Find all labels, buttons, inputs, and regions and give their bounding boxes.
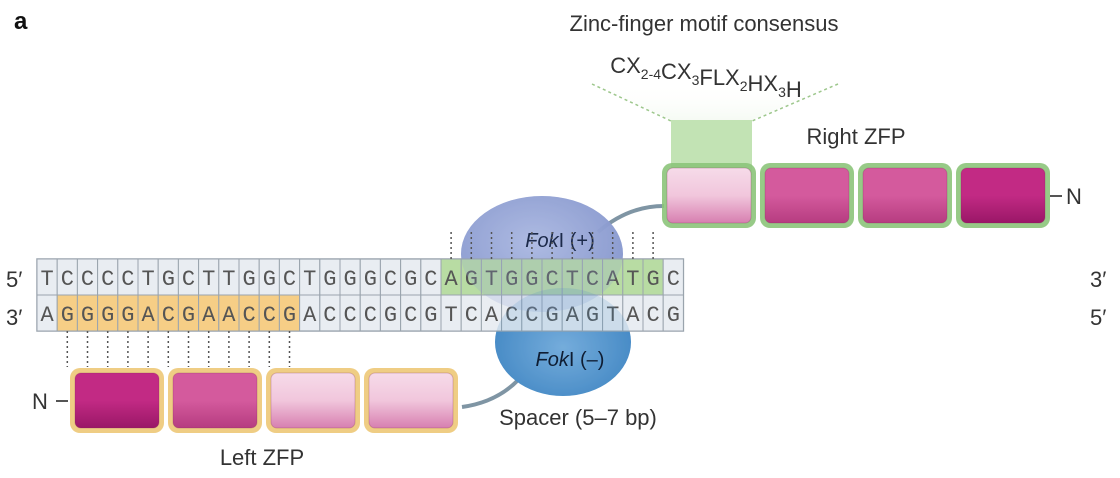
fok-minus-label-italic: Fok [536, 349, 570, 371]
motif-formula-subscript: 3 [692, 72, 700, 88]
fok-plus-label-italic: Fok [525, 230, 559, 252]
left-zfp-finger [75, 373, 159, 428]
bottom-strand-base: C [242, 303, 255, 328]
top-strand-base: G [242, 267, 255, 292]
right-zfp-finger [667, 168, 751, 223]
right-zfp-n-terminus: N [1066, 184, 1082, 209]
bottom-strand-5prime: 5′ [1090, 305, 1106, 330]
bottom-strand-base: A [626, 303, 640, 328]
top-strand-base: G [323, 267, 336, 292]
left-zfp-label: Left ZFP [220, 445, 304, 470]
left-zfp-n-terminus: N [32, 389, 48, 414]
bottom-strand-base: C [323, 303, 336, 328]
top-strand-base: C [667, 267, 680, 292]
bottom-strand-base: G [424, 303, 437, 328]
motif-formula-part: CX [661, 59, 692, 84]
bottom-strand-base: A [303, 303, 317, 328]
top-strand-base: G [343, 267, 356, 292]
top-strand-3prime: 3′ [1090, 267, 1106, 292]
fok-minus-label-rest: I (–) [569, 349, 605, 371]
top-strand-base: G [162, 267, 175, 292]
bottom-strand-base: C [162, 303, 175, 328]
right-zfp-finger [765, 168, 849, 223]
top-strand-base: T [40, 267, 53, 292]
bottom-strand-base: T [444, 303, 457, 328]
top-strand-base: G [263, 267, 276, 292]
bottom-strand-base: C [465, 303, 478, 328]
right-zfp-finger [863, 168, 947, 223]
bottom-strand-base: G [667, 303, 680, 328]
fok-minus-label: FokI (–) [536, 349, 605, 371]
bottom-strand-base: A [485, 303, 499, 328]
top-strand-base: G [646, 267, 659, 292]
bottom-strand-base: C [364, 303, 377, 328]
right-zfp-finger [961, 168, 1045, 223]
bottom-strand-base: G [61, 303, 74, 328]
left-zfp-linker [462, 378, 520, 407]
bottom-strand-base: A [40, 303, 54, 328]
bottom-strand-base: C [646, 303, 659, 328]
bottom-strand-base: G [384, 303, 397, 328]
bottom-strand-base: G [101, 303, 114, 328]
top-strand-base: T [141, 267, 154, 292]
bottom-strand-base: G [283, 303, 296, 328]
top-strand-base: A [444, 267, 458, 292]
motif-formula-part: HX [748, 71, 779, 96]
motif-formula-part: FLX [699, 65, 740, 90]
bottom-strand-base: G [81, 303, 94, 328]
top-strand-base: T [303, 267, 316, 292]
top-strand-base: G [404, 267, 417, 292]
bottom-strand-base: G [121, 303, 134, 328]
left-zfp [70, 368, 458, 433]
bottom-strand-base: C [404, 303, 417, 328]
top-strand-base: C [81, 267, 94, 292]
motif-title: Zinc-finger motif consensus [570, 11, 839, 36]
top-strand-base: C [283, 267, 296, 292]
bottom-strand-base: C [263, 303, 276, 328]
fok-plus-label: FokI (+) [525, 230, 594, 252]
top-strand-base: C [61, 267, 74, 292]
left-zfp-finger [271, 373, 355, 428]
motif-formula-subscript: 3 [778, 84, 786, 100]
top-strand-base: C [182, 267, 195, 292]
top-strand-base: C [101, 267, 114, 292]
fok-minus-overlay [495, 288, 631, 396]
top-strand-base: C [384, 267, 397, 292]
bottom-strand-base: A [202, 303, 216, 328]
bottom-strand-base: G [182, 303, 195, 328]
spacer-label: Spacer (5–7 bp) [499, 405, 657, 430]
bottom-strand-base: C [343, 303, 356, 328]
right-zfp-label: Right ZFP [806, 124, 905, 149]
panel-label: a [14, 8, 28, 35]
bottom-strand-base: A [222, 303, 236, 328]
top-strand-base: C [424, 267, 437, 292]
top-strand-base: G [364, 267, 377, 292]
motif-formula-subscript: 2-4 [641, 66, 661, 82]
motif-formula-subscript: 2 [740, 78, 748, 94]
bottom-strand-base: A [141, 303, 155, 328]
top-strand-base: C [121, 267, 134, 292]
motif-formula-part: CX [610, 53, 641, 78]
top-strand-5prime: 5′ [6, 267, 22, 292]
top-strand-base: T [626, 267, 639, 292]
left-zfp-finger [369, 373, 453, 428]
fok-plus-label-rest: I (+) [559, 230, 595, 252]
top-strand-base: T [202, 267, 215, 292]
right-zfp [662, 163, 1050, 228]
left-zfp-finger [173, 373, 257, 428]
top-strand-base: T [222, 267, 235, 292]
bottom-strand-3prime: 3′ [6, 305, 22, 330]
motif-formula-part: H [786, 77, 802, 102]
